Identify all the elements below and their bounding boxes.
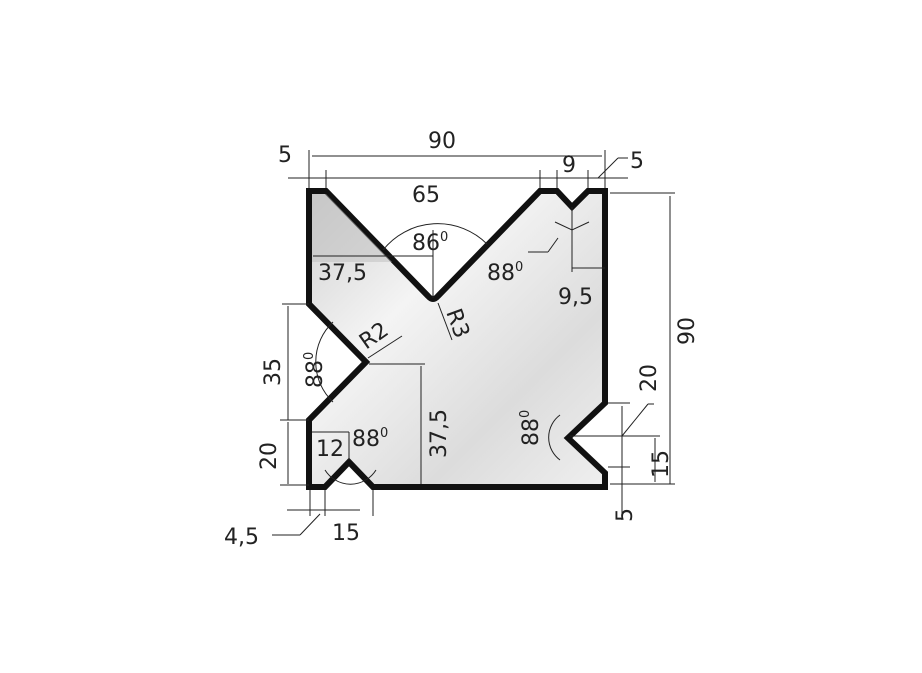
label-right-lower-flat: 5 (613, 508, 638, 522)
label-bottom-v-offset: 12 (316, 437, 344, 462)
label-top-v-angle: 860 (412, 230, 448, 256)
label-small-v-offset: 9,5 (558, 285, 593, 310)
label-bottom-v-angle: 880 (352, 426, 388, 452)
label-top-v-center-offset: 37,5 (318, 261, 367, 286)
shaded-face (312, 194, 392, 262)
label-right-v-opening: 20 (637, 364, 662, 392)
label-small-v-opening: 9 (562, 153, 576, 178)
label-top-right-flat: 5 (630, 149, 644, 174)
label-bottom-left-flat: 4,5 (224, 525, 259, 550)
label-bottom-v-opening: 15 (332, 521, 360, 546)
label-small-v-angle: 880 (487, 260, 523, 286)
label-overall-height: 90 (675, 317, 700, 345)
label-right-v-angle: 880 (518, 410, 544, 446)
label-left-v-opening: 35 (261, 358, 286, 386)
dimension-lines (272, 150, 675, 536)
die-profile (306, 188, 608, 490)
label-right-v-height: 15 (649, 450, 674, 478)
label-overall-width: 90 (428, 129, 456, 154)
label-top-left-flat: 5 (278, 143, 292, 168)
label-left-lower-flat: 20 (257, 442, 282, 470)
label-left-v-angle: 880 (302, 352, 328, 388)
label-top-v-opening: 65 (412, 183, 440, 208)
label-left-v-height: 37,5 (427, 409, 452, 458)
